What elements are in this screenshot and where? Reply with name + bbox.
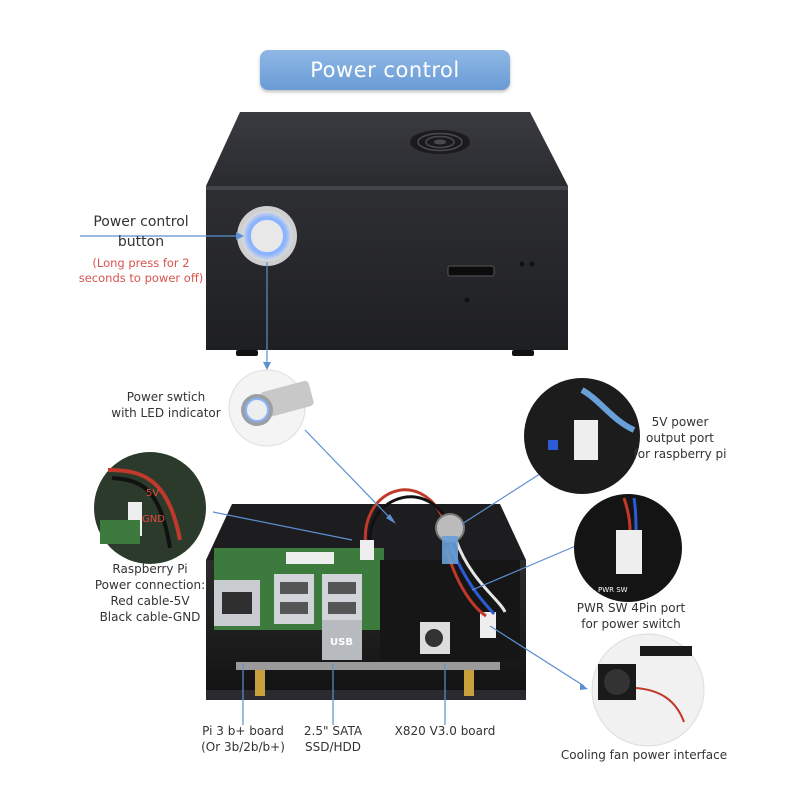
inset-5v-port — [524, 378, 640, 494]
note-line2: seconds to power off) — [78, 271, 204, 285]
note-line1: (Long press for 2 — [92, 256, 190, 270]
callout-pi-board-line2: (Or 3b/2b/b+) — [201, 740, 285, 754]
power-button-on-case — [237, 206, 297, 266]
callout-x820: X820 V3.0 board — [392, 723, 498, 739]
callout-rpi-power-line3: Red cable-5V — [110, 594, 190, 608]
callout-sata-line2: SSD/HDD — [304, 740, 362, 754]
callout-fan: Cooling fan power interface — [556, 747, 732, 763]
usb-port-pair — [322, 574, 362, 624]
callout-pwr-sw-port-line1: PWR SW 4Pin port — [576, 601, 686, 615]
callout-power-button-line2: button — [117, 234, 165, 250]
callout-x820-line1: X820 V3.0 board — [394, 724, 496, 738]
open-case — [206, 488, 526, 700]
fan-grille — [410, 130, 470, 154]
callout-pi-board: Pi 3 b+ board (Or 3b/2b/b+) — [196, 723, 290, 755]
inset-rpi-power — [94, 452, 206, 564]
sd-slot — [447, 265, 495, 277]
callout-power-switch: Power swtich with LED indicator — [106, 389, 226, 421]
mark-gnd: GND — [142, 514, 165, 525]
callout-power-switch-line2: with LED indicator — [111, 406, 221, 420]
callout-pwr-sw-port-line2: for power switch — [581, 617, 681, 631]
inset-fan — [591, 633, 705, 747]
usb-port-pair — [274, 574, 314, 624]
inset-power-switch — [228, 369, 314, 447]
callout-rpi-power: Raspberry Pi Power connection: Red cable… — [80, 561, 220, 625]
callout-rpi-power-line4: Black cable-GND — [99, 610, 201, 624]
inset-pwr-sw-port — [574, 494, 682, 602]
callout-power-button-line1: Power control — [93, 214, 189, 230]
callout-rpi-power-line1: Raspberry Pi — [112, 562, 188, 576]
leader-lines — [80, 235, 585, 725]
callout-power-button-note: (Long press for 2 seconds to power off) — [70, 256, 212, 286]
callout-power-button: Power control button — [86, 212, 196, 252]
callout-power-switch-line1: Power swtich — [126, 390, 206, 404]
title-banner: Power control — [260, 50, 510, 90]
callout-5v-port-line2: output port — [646, 431, 714, 445]
usb-bridge — [322, 620, 362, 660]
callout-5v-port-line1: 5V power — [651, 415, 709, 429]
callout-5v-port-line3: for raspberry pi — [633, 447, 727, 461]
callout-pi-board-line1: Pi 3 b+ board — [202, 724, 284, 738]
mark-5v: 5V — [146, 488, 159, 499]
callout-fan-line1: Cooling fan power interface — [560, 748, 728, 762]
closed-case — [206, 112, 568, 356]
mark-usb: USB — [330, 637, 353, 648]
callout-5v-port: 5V power output port for raspberry pi — [630, 414, 730, 462]
callout-rpi-power-line2: Power connection: — [94, 578, 206, 592]
title-text: Power control — [310, 58, 460, 82]
callout-sata-line1: 2.5" SATA — [303, 724, 363, 738]
callout-pwr-sw-port: PWR SW 4Pin port for power switch — [576, 600, 686, 632]
mark-pwr-sw: PWR SW — [598, 586, 628, 594]
callout-sata: 2.5" SATA SSD/HDD — [296, 723, 370, 755]
